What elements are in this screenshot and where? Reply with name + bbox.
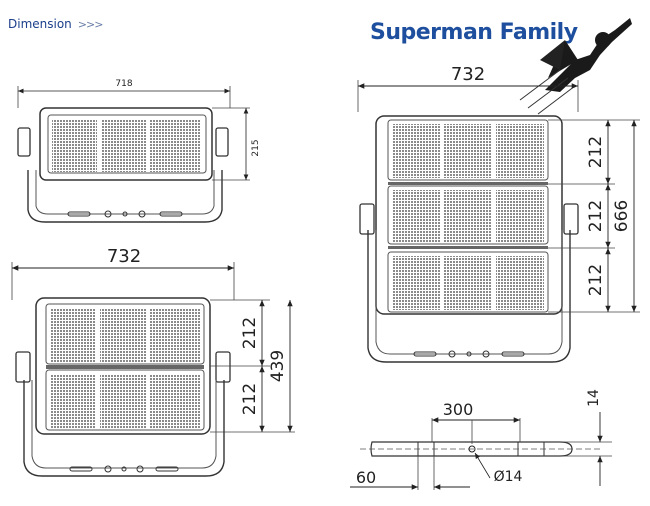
double-width-dimension: 732 [107,246,141,267]
triple-width-dimension: 732 [451,64,485,85]
triple-module-height-1: 212 [586,136,606,168]
triple-total-height: 666 [612,200,632,232]
double-module-view [11,262,295,477]
brand-name: Superman Family [370,20,578,45]
double-module-height-bottom: 212 [240,383,260,415]
bracket-thickness-dimension: 14 [586,389,602,407]
single-height-dimension: 215 [251,139,261,156]
single-width-dimension: 718 [115,79,132,89]
bracket-detail-view [350,412,612,490]
double-total-height: 439 [268,350,288,382]
triple-module-height-2: 212 [586,200,606,232]
triple-module-height-3: 212 [586,264,606,296]
dimension-heading: Dimension >>> [8,17,104,31]
single-module-view [17,86,250,223]
edge-offset-dimension: 60 [356,468,376,487]
double-module-height-top: 212 [240,317,260,349]
triple-module-view [357,80,640,363]
hole-diameter-dimension: Ø14 [494,469,523,485]
superhero-flying-icon [519,18,632,115]
hole-spacing-dimension: 300 [443,400,474,419]
dimension-label: Dimension [8,17,72,31]
dimension-arrows: >>> [77,18,104,31]
